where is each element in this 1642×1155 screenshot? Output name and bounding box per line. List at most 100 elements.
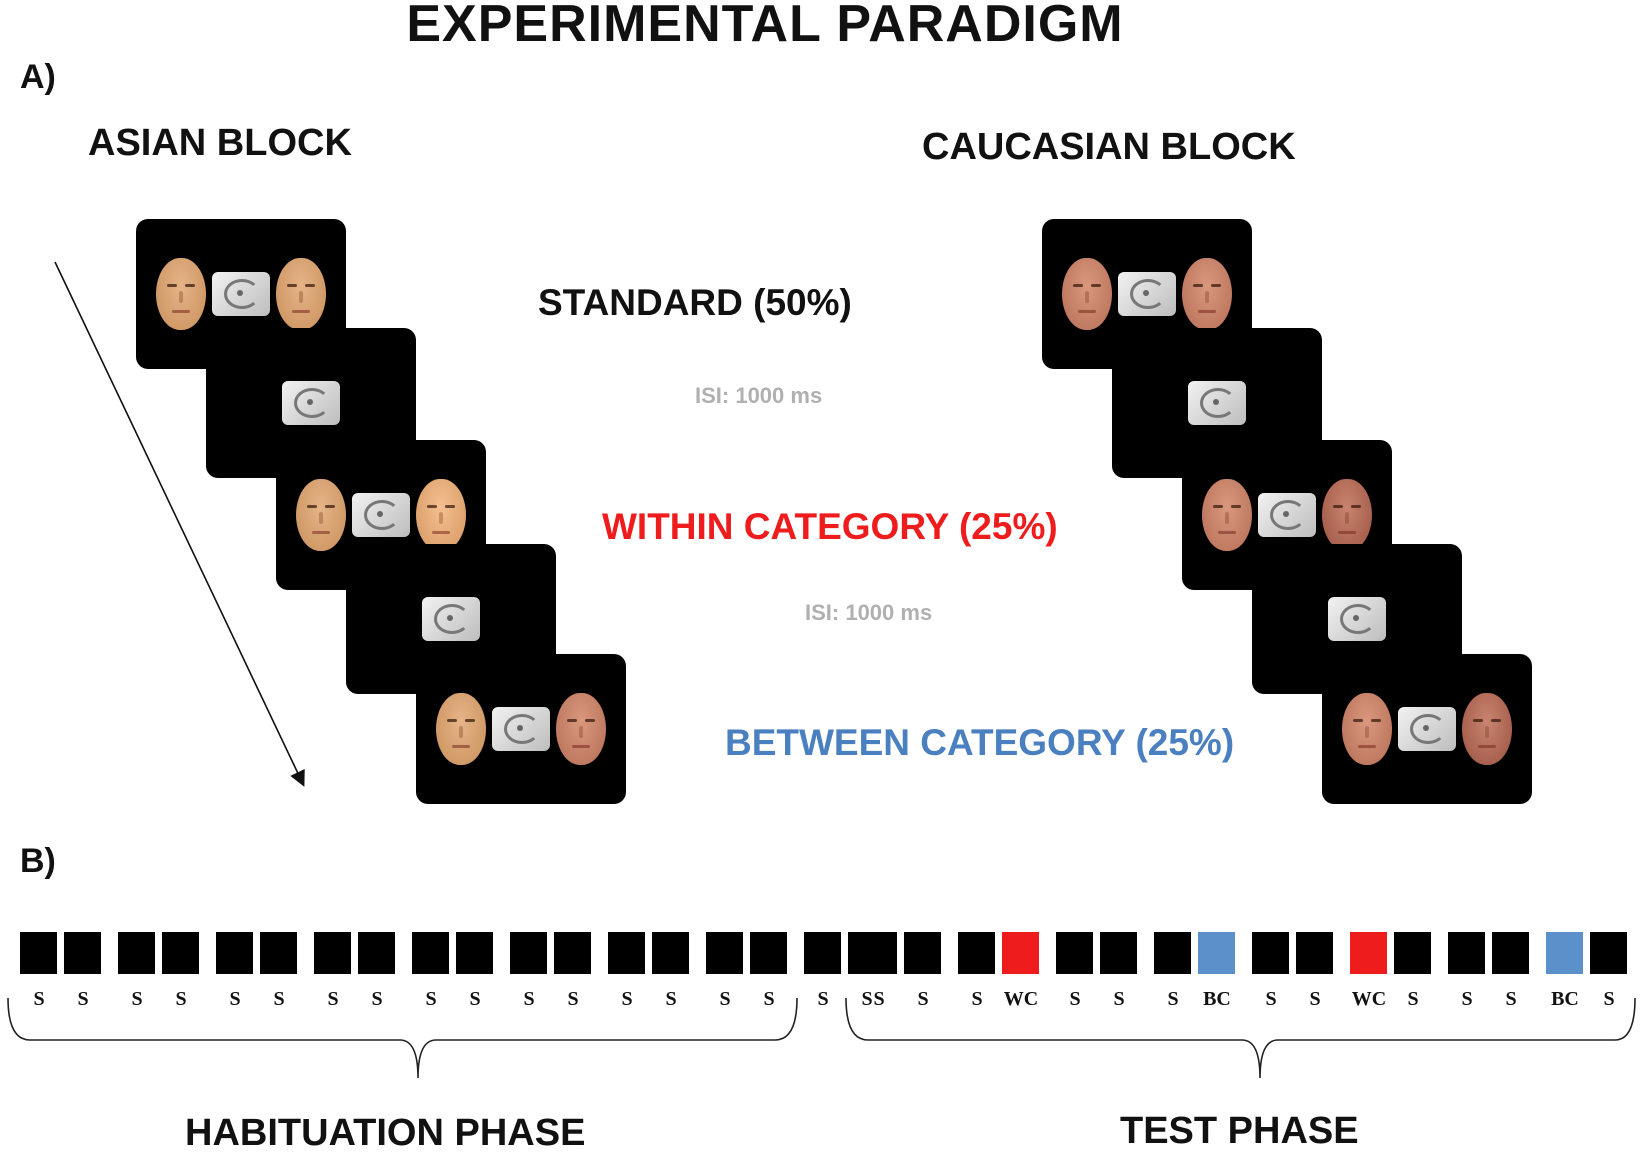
test-trial-standard xyxy=(1590,932,1627,974)
standard-label: STANDARD (50%) xyxy=(538,282,852,323)
fixation-image xyxy=(282,381,340,425)
caucasian-face xyxy=(556,693,606,765)
test-trial-label: S xyxy=(873,988,885,1010)
asian-face xyxy=(156,258,206,330)
test-trial-between xyxy=(1198,932,1235,974)
caucasian-block-title: CAUCASIAN BLOCK xyxy=(922,126,1296,168)
test-trial-standard xyxy=(1154,932,1191,974)
caucasian-standard-screen xyxy=(1042,219,1252,369)
test-trial-between xyxy=(1546,932,1583,974)
asian-face xyxy=(296,479,346,551)
habituation-trial-label: S xyxy=(621,988,633,1010)
test-trial-label: S xyxy=(971,988,983,1010)
habituation-trial-label: S xyxy=(175,988,187,1010)
habituation-trial-standard xyxy=(456,932,493,974)
panel-a-label: A) xyxy=(20,58,56,96)
asian-face xyxy=(436,693,486,765)
caucasian-face xyxy=(1342,693,1392,765)
caucasian-face xyxy=(1462,693,1512,765)
fixation-image xyxy=(212,272,270,316)
test-trial-standard xyxy=(904,932,941,974)
habituation-trial-standard xyxy=(652,932,689,974)
habituation-phase-label: HABITUATION PHASE xyxy=(185,1112,586,1154)
habituation-trial-standard xyxy=(608,932,645,974)
habituation-trial-label: S xyxy=(327,988,339,1010)
test-trial-label: S xyxy=(1407,988,1419,1010)
habituation-trial-label: S xyxy=(33,988,45,1010)
habituation-trial-standard xyxy=(750,932,787,974)
caucasian-face xyxy=(1322,479,1372,551)
test-trial-label: WC xyxy=(1003,988,1039,1010)
test-trial-within xyxy=(1350,932,1387,974)
asian-face xyxy=(276,258,326,330)
asian-face xyxy=(416,479,466,551)
test-trial-standard xyxy=(1296,932,1333,974)
test-trial-label: S xyxy=(1505,988,1517,1010)
test-trial-label: S xyxy=(1461,988,1473,1010)
habituation-trial-label: S xyxy=(131,988,143,1010)
caucasian-face xyxy=(1182,258,1232,330)
fixation-image xyxy=(352,493,410,537)
panel-b-label: B) xyxy=(20,842,56,880)
fixation-image xyxy=(1188,381,1246,425)
habituation-trial-standard xyxy=(358,932,395,974)
asian-between-screen xyxy=(416,654,626,804)
within-category-label: WITHIN CATEGORY (25%) xyxy=(602,506,1058,547)
asian-block-title: ASIAN BLOCK xyxy=(88,122,352,164)
habituation-trial-label: S xyxy=(77,988,89,1010)
caucasian-face xyxy=(1202,479,1252,551)
habituation-trial-label: S xyxy=(861,988,873,1010)
test-trial-label: S xyxy=(1265,988,1277,1010)
habituation-brace xyxy=(7,997,798,1079)
habituation-trial-standard xyxy=(216,932,253,974)
test-trial-label: S xyxy=(1069,988,1081,1010)
habituation-trial-standard xyxy=(64,932,101,974)
habituation-trial-standard xyxy=(706,932,743,974)
test-trial-standard xyxy=(1100,932,1137,974)
caucasian-between-screen xyxy=(1322,654,1532,804)
fixation-image xyxy=(422,597,480,641)
test-trial-label: S xyxy=(917,988,929,1010)
fixation-image xyxy=(492,707,550,751)
habituation-trial-label: S xyxy=(469,988,481,1010)
between-category-label: BETWEEN CATEGORY (25%) xyxy=(725,722,1235,763)
habituation-trial-standard xyxy=(20,932,57,974)
habituation-trial-standard xyxy=(510,932,547,974)
test-trial-within xyxy=(1002,932,1039,974)
test-trial-standard xyxy=(1492,932,1529,974)
habituation-trial-label: S xyxy=(371,988,383,1010)
figure-title: EXPERIMENTAL PARADIGM xyxy=(406,0,1124,53)
habituation-trial-label: S xyxy=(817,988,829,1010)
habituation-trial-label: S xyxy=(273,988,285,1010)
test-trial-label: BC xyxy=(1203,988,1231,1010)
habituation-trial-standard xyxy=(554,932,591,974)
asian-standard-screen xyxy=(136,219,346,369)
habituation-trial-label: S xyxy=(523,988,535,1010)
test-trial-standard xyxy=(1448,932,1485,974)
fixation-image xyxy=(1398,707,1456,751)
test-trial-standard xyxy=(1252,932,1289,974)
test-trial-label: S xyxy=(1603,988,1615,1010)
habituation-trial-label: S xyxy=(425,988,437,1010)
habituation-trial-standard xyxy=(314,932,351,974)
habituation-trial-standard xyxy=(118,932,155,974)
isi-label-1: ISI: 1000 ms xyxy=(695,383,823,408)
habituation-trial-standard xyxy=(260,932,297,974)
test-trial-label: S xyxy=(1113,988,1125,1010)
habituation-trial-label: S xyxy=(567,988,579,1010)
test-trial-standard xyxy=(1056,932,1093,974)
test-brace xyxy=(845,997,1636,1079)
habituation-trial-standard xyxy=(162,932,199,974)
caucasian-face xyxy=(1062,258,1112,330)
isi-label-2: ISI: 1000 ms xyxy=(805,600,933,625)
habituation-trial-label: S xyxy=(763,988,775,1010)
fixation-image xyxy=(1328,597,1386,641)
test-trial-label: BC xyxy=(1551,988,1579,1010)
test-trial-label: S xyxy=(1167,988,1179,1010)
test-trial-standard xyxy=(860,932,897,974)
test-trial-standard xyxy=(1394,932,1431,974)
fixation-image xyxy=(1258,493,1316,537)
test-trial-label: S xyxy=(1309,988,1321,1010)
habituation-trial-standard xyxy=(804,932,841,974)
